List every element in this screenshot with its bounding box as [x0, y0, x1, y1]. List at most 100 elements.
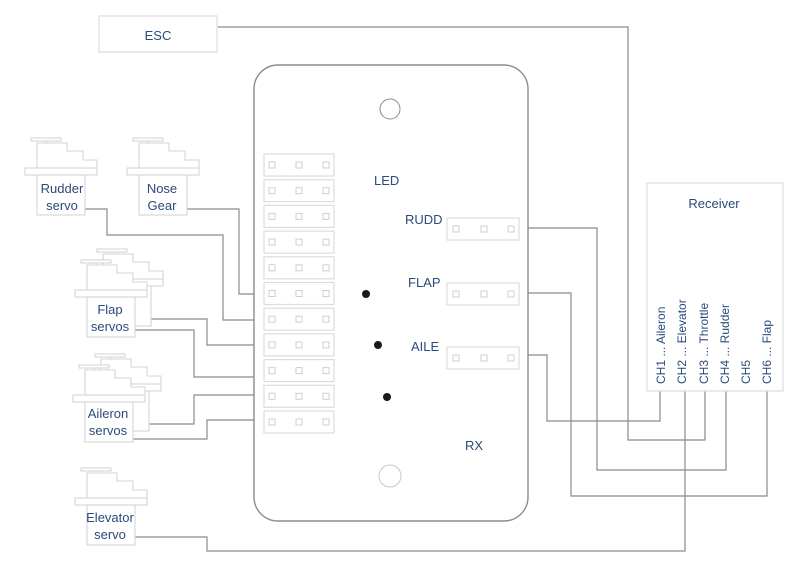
- pin: [507, 225, 515, 233]
- servo-label-nose-2: Gear: [148, 198, 178, 213]
- pin: [295, 367, 303, 375]
- pin: [268, 290, 276, 297]
- pin: [322, 238, 330, 246]
- servo-label-elevator-2: servo: [94, 527, 126, 542]
- receiver-channel-6: CH6 ... Flap: [760, 320, 774, 384]
- receiver-channel-1: CH1 ... Aileron: [654, 307, 668, 384]
- pin: [322, 264, 330, 272]
- wire-rudder-servo: [85, 208, 265, 321]
- pin-header-row: [263, 359, 335, 383]
- pin: [507, 354, 515, 362]
- pin: [295, 290, 303, 297]
- receiver-title: Receiver: [688, 196, 740, 211]
- servo-flap-pair-front: [74, 259, 148, 338]
- receiver-channel-5: CH5: [739, 360, 753, 384]
- pin: [295, 264, 303, 272]
- pin: [322, 187, 330, 195]
- pin: [322, 315, 330, 323]
- pin: [480, 290, 488, 298]
- port-label-aile: AILE: [411, 339, 440, 354]
- wire-aile-to-ch1: [515, 354, 661, 422]
- wire-esc-to-ch3: [218, 26, 706, 441]
- pin: [268, 418, 276, 426]
- pin: [268, 392, 276, 400]
- pin: [295, 392, 303, 400]
- rx-board: RX LED RUDD FLAP AILE: [253, 64, 529, 522]
- wire-aileron-servo-a: [149, 394, 265, 425]
- pin-header-column: [263, 153, 335, 434]
- port-connector-aile: [446, 346, 520, 370]
- pin-header-row: [263, 179, 335, 203]
- rx-label: RX: [465, 438, 483, 453]
- wire-flap-to-ch6: [515, 292, 768, 497]
- pin: [507, 290, 515, 298]
- pin: [295, 315, 303, 323]
- pin: [295, 341, 303, 349]
- receiver-channel-2: CH2 ... Elevator: [675, 299, 689, 384]
- pin: [268, 367, 276, 375]
- wire-aileron-servo-b: [133, 419, 265, 440]
- servo-label-elevator-1: Elevator: [86, 510, 134, 525]
- port-label-flap: FLAP: [408, 275, 441, 290]
- wire-flap-servo-a: [151, 318, 265, 346]
- servo-aileron-pair: [72, 353, 162, 443]
- pin: [295, 187, 303, 195]
- pin: [452, 225, 460, 233]
- mounting-hole-top: [379, 98, 401, 120]
- pin: [322, 290, 330, 297]
- pin: [268, 238, 276, 246]
- pin-header-row: [263, 281, 335, 306]
- servo-aileron-pair-front: [72, 364, 146, 443]
- pin: [268, 315, 276, 323]
- junction-dot-flap: [374, 341, 382, 349]
- port-connectors: [446, 217, 520, 370]
- pin-header-row: [263, 153, 335, 177]
- pin: [322, 418, 330, 426]
- receiver-channel-4: CH4 ... Rudder: [718, 304, 732, 384]
- servo-label-nose-1: Nose: [147, 181, 177, 196]
- pin: [268, 212, 276, 220]
- pin: [295, 161, 303, 169]
- servo-nose-gear: [126, 137, 200, 216]
- esc-box: ESC: [98, 15, 218, 53]
- servo-rudder: [24, 137, 98, 216]
- pin: [322, 212, 330, 220]
- wire-flap-servo-b: [135, 329, 265, 378]
- servo-flap-pair: [74, 248, 164, 338]
- junction-dot-aile: [383, 393, 391, 401]
- pin: [268, 187, 276, 195]
- port-connector-rudd: [446, 217, 520, 241]
- pin-header-row: [263, 410, 335, 434]
- pin: [322, 161, 330, 169]
- port-connector-flap: [446, 282, 520, 306]
- mounting-hole-bottom: [378, 464, 402, 488]
- servo-label-flap-1: Flap: [97, 302, 122, 317]
- port-label-rudd: RUDD: [405, 212, 443, 227]
- wire-rudd-to-ch4: [515, 227, 727, 471]
- pin-header-row: [263, 204, 335, 228]
- pin: [295, 418, 303, 426]
- pin: [295, 238, 303, 246]
- junction-dot-rudd: [362, 290, 370, 298]
- pin: [322, 392, 330, 400]
- pin: [322, 341, 330, 349]
- pin: [268, 161, 276, 169]
- pin: [322, 367, 330, 375]
- pin: [480, 354, 488, 362]
- pin: [480, 225, 488, 233]
- wire-nose-gear: [187, 208, 265, 295]
- pin-header-row: [263, 256, 335, 280]
- pin-header-row: [263, 333, 335, 357]
- pin: [452, 290, 460, 298]
- pin-header-row: [263, 384, 335, 408]
- led-label: LED: [374, 173, 399, 188]
- pin-header-row: [263, 230, 335, 254]
- servo-elevator: [74, 467, 148, 546]
- pin: [268, 264, 276, 272]
- pin-header-row: [263, 307, 335, 331]
- pin: [452, 354, 460, 362]
- receiver-box: Receiver CH1 ... Aileron CH2 ... Elevato…: [646, 182, 784, 392]
- pin: [268, 341, 276, 349]
- servo-label-rudder-2: servo: [46, 198, 78, 213]
